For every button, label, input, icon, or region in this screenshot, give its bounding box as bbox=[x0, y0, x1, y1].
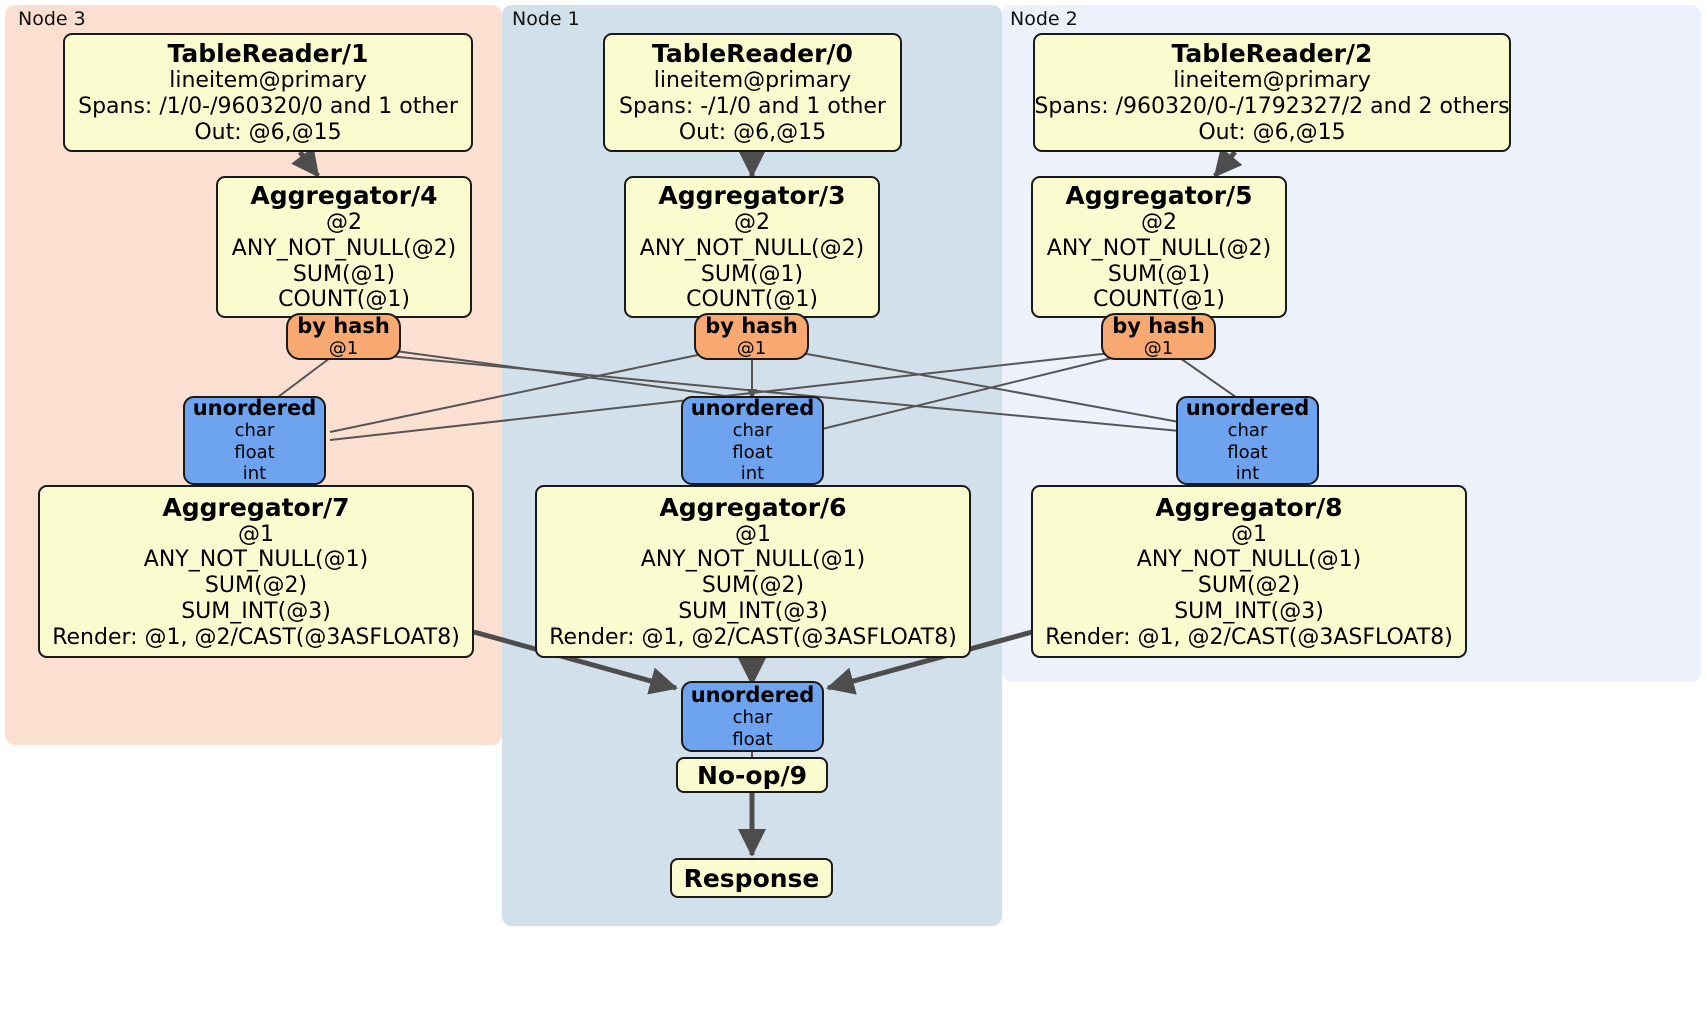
processor-line: @1 bbox=[1231, 521, 1267, 547]
router-unordered-node-2[interactable]: unordered char float int bbox=[1176, 396, 1319, 485]
processor-line: ANY_NOT_NULL(@2) bbox=[231, 235, 457, 261]
processor-line: Spans: -/1/0 and 1 other bbox=[619, 94, 886, 120]
processor-line: SUM(@2) bbox=[204, 573, 308, 599]
router-line: float bbox=[1227, 441, 1268, 463]
processor-line: SUM_INT(@3) bbox=[1174, 598, 1324, 624]
router-line: int bbox=[242, 463, 267, 485]
router-title: by hash bbox=[1112, 313, 1205, 338]
router-title: unordered bbox=[192, 396, 317, 421]
processor-line: SUM(@2) bbox=[1197, 573, 1301, 599]
processor-line: SUM_INT(@3) bbox=[181, 598, 331, 624]
processor-line: COUNT(@1) bbox=[1093, 287, 1225, 313]
router-unordered-final[interactable]: unordered char float bbox=[681, 681, 824, 752]
router-line: int bbox=[740, 463, 765, 485]
processor-line: @2 bbox=[326, 210, 362, 236]
processor-title: Aggregator/5 bbox=[1065, 181, 1253, 211]
router-line: char bbox=[1227, 420, 1268, 442]
processor-line: Spans: /960320/0-/1792327/2 and 2 others bbox=[1034, 94, 1510, 120]
processor-line: Out: @6,@15 bbox=[194, 119, 342, 145]
router-by-hash-node-1[interactable]: by hash @1 bbox=[694, 313, 809, 360]
processor-line: ANY_NOT_NULL(@1) bbox=[143, 547, 369, 573]
processor-line: Spans: /1/0-/960320/0 and 1 other bbox=[78, 94, 458, 120]
processor-line: Out: @6,@15 bbox=[678, 119, 827, 145]
processor-line: SUM(@1) bbox=[292, 261, 396, 287]
processor-title: TableReader/2 bbox=[1171, 39, 1373, 69]
processor-line: ANY_NOT_NULL(@2) bbox=[1046, 235, 1272, 261]
router-title: unordered bbox=[1185, 396, 1310, 421]
router-title: by hash bbox=[705, 313, 798, 338]
router-unordered-node-3[interactable]: unordered char float int bbox=[183, 396, 326, 485]
processor-line: lineitem@primary bbox=[653, 68, 852, 94]
processor-line: @2 bbox=[734, 210, 770, 236]
router-title: unordered bbox=[690, 396, 815, 421]
router-unordered-node-1[interactable]: unordered char float int bbox=[681, 396, 824, 485]
router-line: @1 bbox=[736, 337, 767, 359]
processor-render-line: Render: @1, @2/CAST(@3ASFLOAT8) bbox=[1045, 624, 1453, 650]
processor-line: lineitem@primary bbox=[1173, 68, 1371, 94]
panel-label-node-2: Node 2 bbox=[1010, 8, 1078, 30]
processor-line: SUM(@2) bbox=[701, 573, 805, 599]
router-title: by hash bbox=[297, 313, 390, 338]
processor-line: ANY_NOT_NULL(@1) bbox=[640, 547, 866, 573]
processor-aggregator-7[interactable]: Aggregator/7 @1 ANY_NOT_NULL(@1) SUM(@2)… bbox=[38, 485, 474, 658]
processor-tablereader-1[interactable]: TableReader/1 lineitem@primary Spans: /1… bbox=[63, 33, 473, 152]
processor-title: TableReader/0 bbox=[652, 39, 853, 69]
processor-line: ANY_NOT_NULL(@1) bbox=[1136, 547, 1362, 573]
processor-line: @2 bbox=[1141, 210, 1177, 236]
router-line: char bbox=[732, 706, 773, 728]
router-line: float bbox=[732, 441, 773, 463]
router-line: char bbox=[234, 420, 275, 442]
processor-tablereader-0[interactable]: TableReader/0 lineitem@primary Spans: -/… bbox=[603, 33, 902, 152]
panel-label-node-3: Node 3 bbox=[18, 8, 86, 30]
processor-aggregator-5[interactable]: Aggregator/5 @2 ANY_NOT_NULL(@2) SUM(@1)… bbox=[1031, 176, 1287, 318]
processor-title: Aggregator/6 bbox=[659, 492, 847, 522]
processor-line: COUNT(@1) bbox=[278, 287, 410, 313]
router-line: float bbox=[234, 441, 275, 463]
router-by-hash-node-2[interactable]: by hash @1 bbox=[1101, 313, 1216, 360]
processor-line: ANY_NOT_NULL(@2) bbox=[639, 235, 865, 261]
processor-aggregator-4[interactable]: Aggregator/4 @2 ANY_NOT_NULL(@2) SUM(@1)… bbox=[216, 176, 472, 318]
router-line: char bbox=[732, 420, 773, 442]
processor-title: Aggregator/3 bbox=[658, 181, 846, 211]
router-line: int bbox=[1235, 463, 1260, 485]
processor-title: Aggregator/8 bbox=[1155, 492, 1343, 522]
processor-render-line: Render: @1, @2/CAST(@3ASFLOAT8) bbox=[549, 624, 957, 650]
router-by-hash-node-3[interactable]: by hash @1 bbox=[286, 313, 401, 360]
panel-label-node-1: Node 1 bbox=[512, 8, 580, 30]
processor-line: @1 bbox=[238, 521, 274, 547]
processor-tablereader-2[interactable]: TableReader/2 lineitem@primary Spans: /9… bbox=[1033, 33, 1511, 152]
processor-line: COUNT(@1) bbox=[686, 287, 818, 313]
processor-noop-9[interactable]: No-op/9 bbox=[676, 757, 828, 793]
processor-title: TableReader/1 bbox=[167, 39, 369, 69]
router-line: @1 bbox=[1143, 337, 1174, 359]
processor-aggregator-3[interactable]: Aggregator/3 @2 ANY_NOT_NULL(@2) SUM(@1)… bbox=[624, 176, 880, 318]
processor-response[interactable]: Response bbox=[670, 858, 833, 898]
processor-title: Aggregator/7 bbox=[162, 492, 350, 522]
processor-line: SUM(@1) bbox=[700, 261, 804, 287]
router-title: unordered bbox=[690, 682, 815, 707]
processor-line: SUM_INT(@3) bbox=[678, 598, 828, 624]
processor-line: SUM(@1) bbox=[1107, 261, 1211, 287]
processor-title: No-op/9 bbox=[696, 760, 808, 790]
processor-aggregator-6[interactable]: Aggregator/6 @1 ANY_NOT_NULL(@1) SUM(@2)… bbox=[535, 485, 971, 658]
processor-render-line: Render: @1, @2/CAST(@3ASFLOAT8) bbox=[52, 624, 460, 650]
processor-line: lineitem@primary bbox=[169, 68, 367, 94]
processor-line: @1 bbox=[735, 521, 771, 547]
router-line: float bbox=[732, 728, 773, 750]
processor-line: Out: @6,@15 bbox=[1198, 119, 1346, 145]
router-line: @1 bbox=[328, 337, 359, 359]
processor-title: Aggregator/4 bbox=[250, 181, 438, 211]
processor-title: Response bbox=[683, 863, 820, 893]
processor-aggregator-8[interactable]: Aggregator/8 @1 ANY_NOT_NULL(@1) SUM(@2)… bbox=[1031, 485, 1467, 658]
